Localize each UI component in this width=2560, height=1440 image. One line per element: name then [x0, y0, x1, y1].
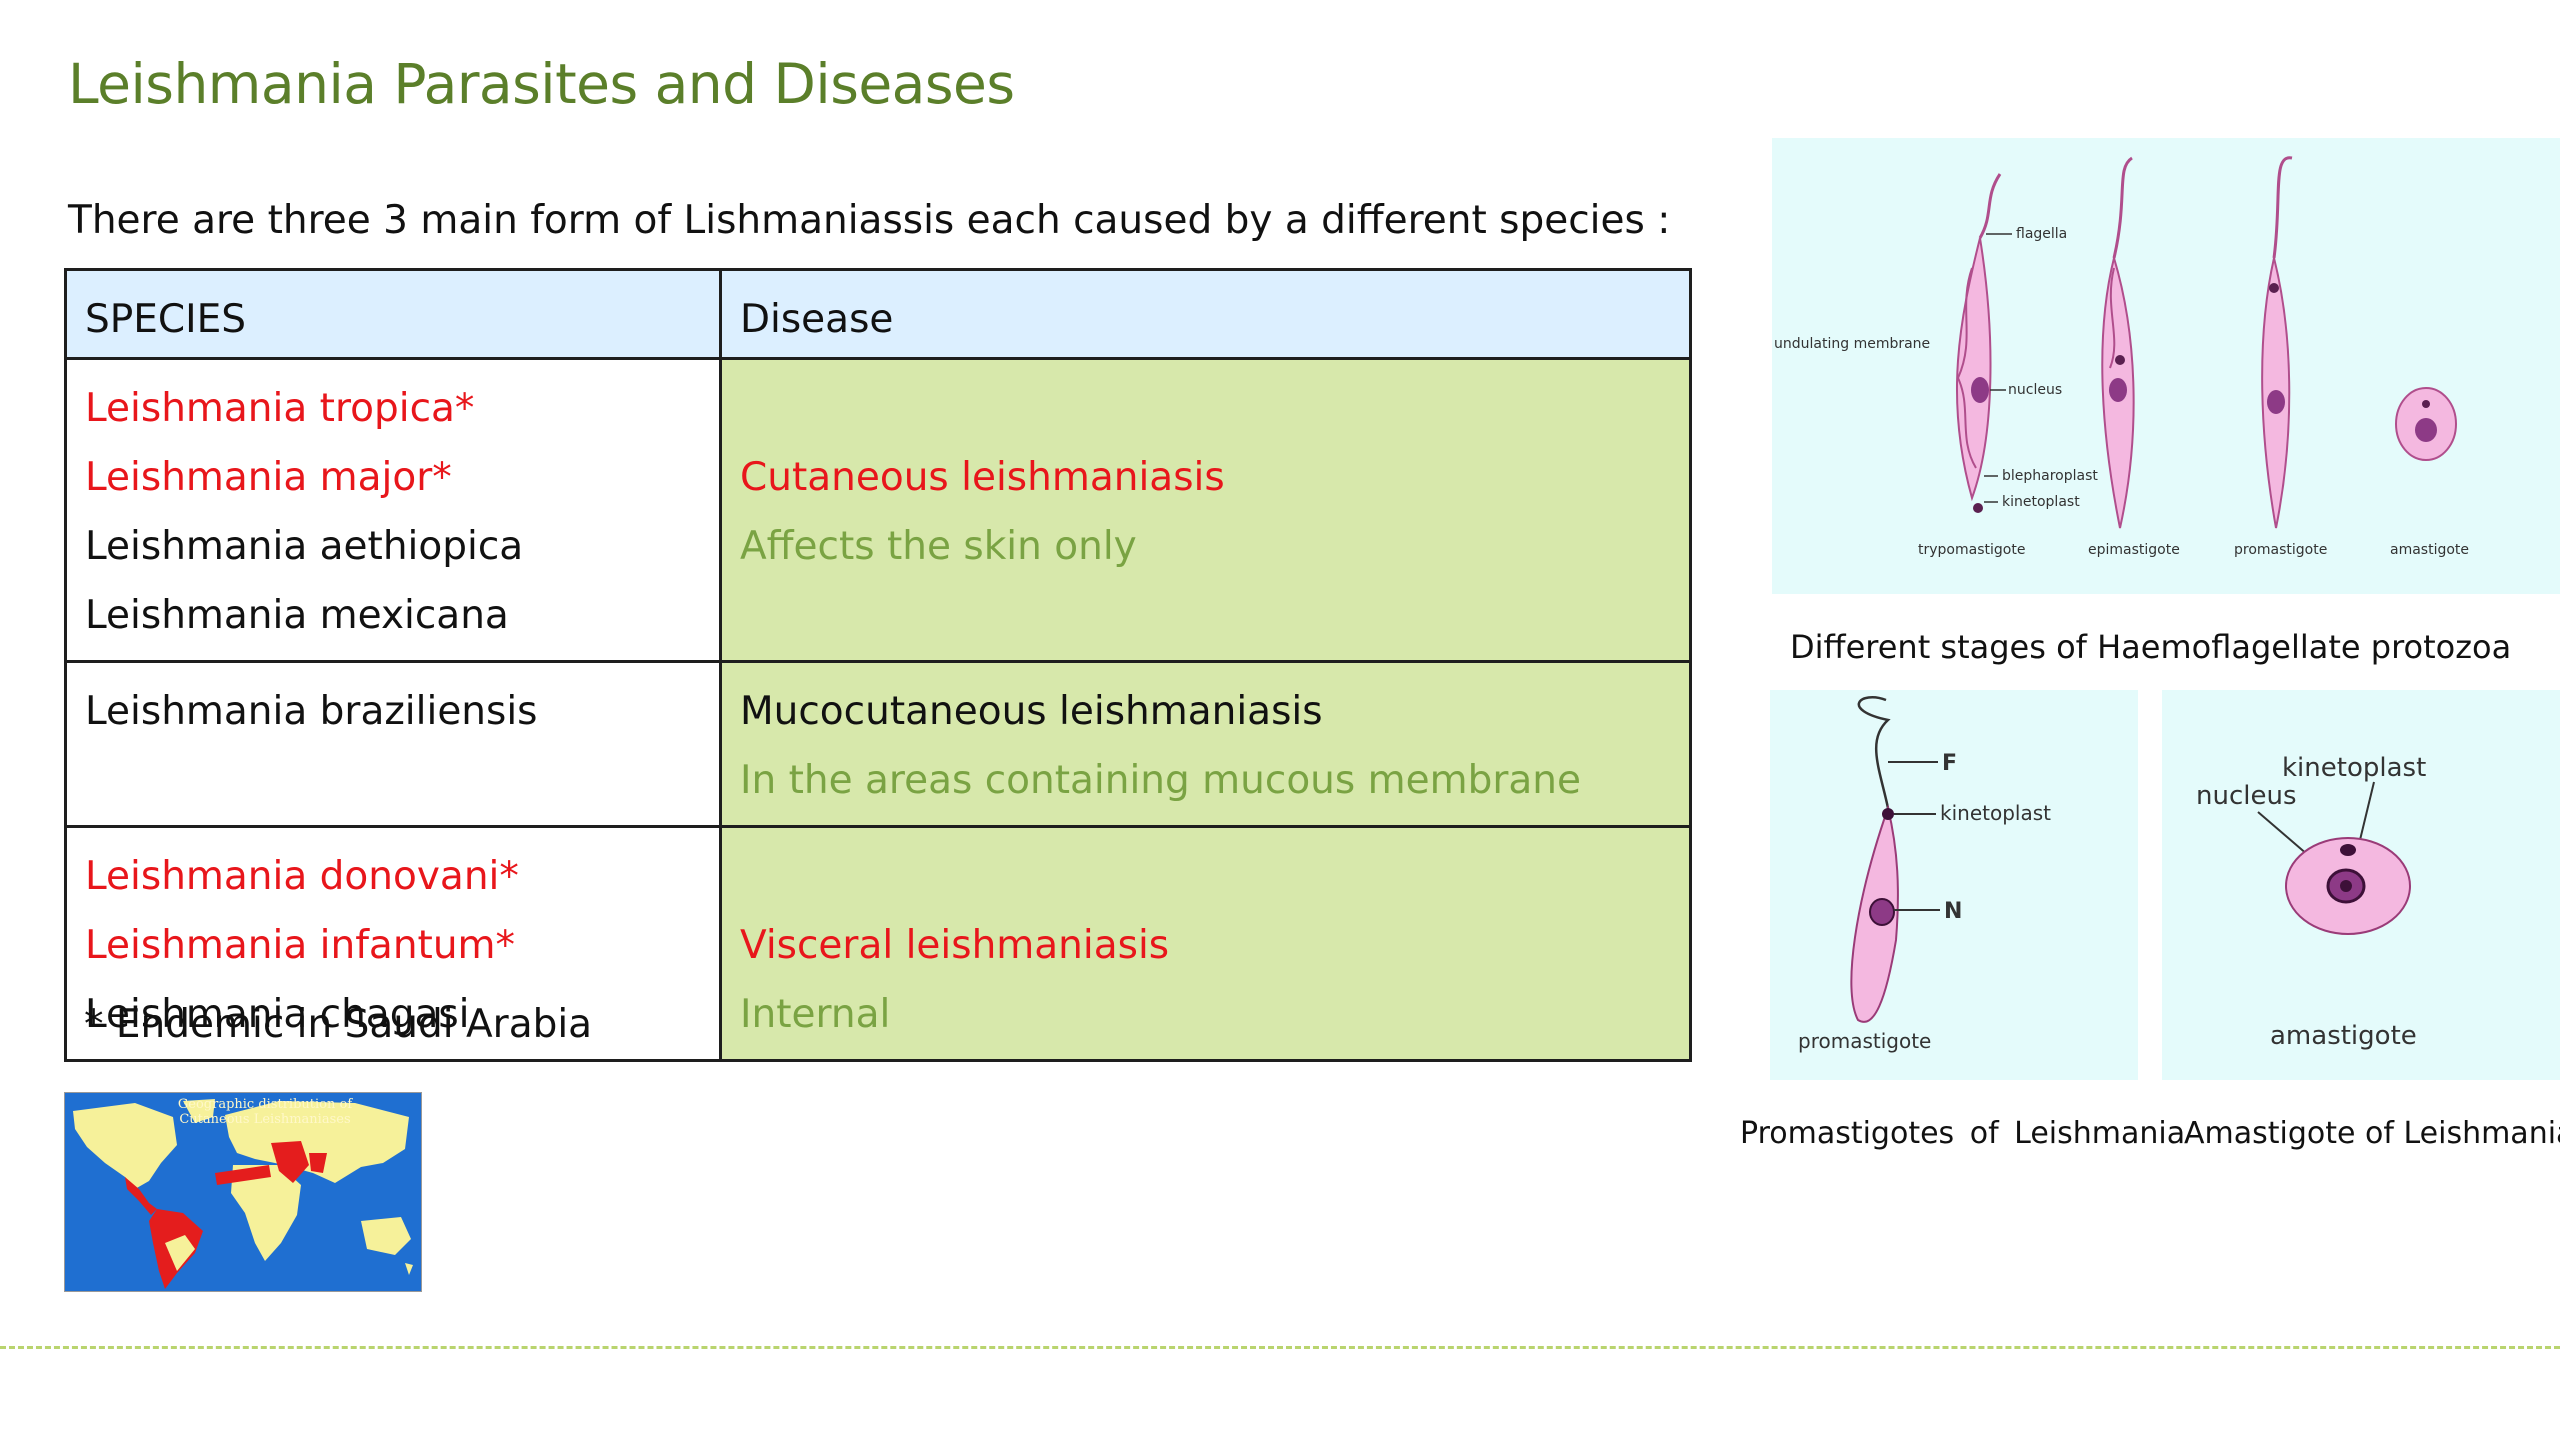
- label-promastigote: promastigote: [2234, 542, 2327, 558]
- table-header-row: SPECIES Disease: [64, 268, 1692, 360]
- header-species: SPECIES: [64, 268, 722, 360]
- label-f: F: [1942, 751, 1957, 776]
- footer-divider: [0, 1346, 2560, 1349]
- amastigote-figure: kinetoplast nucleus amastigote: [2162, 690, 2560, 1080]
- disease-description: Internal: [740, 992, 891, 1037]
- promastigote-icon: F kinetoplast N promastigote: [1798, 696, 2051, 1053]
- label-amastigote: amastigote: [2390, 542, 2469, 558]
- species-name: Leishmania infantum*: [85, 923, 516, 968]
- species-name: Leishmania major*: [85, 455, 452, 500]
- label-n: N: [1944, 899, 1962, 924]
- amastigote-caption: Amastigote of Leishmania: [2184, 1116, 2560, 1151]
- disease-description: In the areas containing mucous membrane: [740, 758, 1581, 803]
- header-disease: Disease: [719, 268, 1692, 360]
- species-disease-table: SPECIES Disease Leishmania tropica* Leis…: [64, 268, 1692, 1062]
- disease-cell: Visceral leishmaniasis Internal: [719, 825, 1692, 1062]
- table-row-visceral: Leishmania donovani* Leishmania infantum…: [64, 825, 1692, 1062]
- species-cell: Leishmania donovani* Leishmania infantum…: [64, 825, 722, 1062]
- species-name: Leishmania aethiopica: [85, 524, 524, 569]
- label-amastigote: amastigote: [2270, 1021, 2417, 1051]
- disease-name: Cutaneous leishmaniasis: [740, 455, 1225, 500]
- label-undulating-membrane: undulating membrane: [1774, 336, 1930, 352]
- stages-caption: Different stages of Haemoflagellate prot…: [1790, 628, 2512, 666]
- slide-title: Leishmania Parasites and Diseases: [68, 52, 1015, 116]
- world-map-icon: [73, 1099, 413, 1289]
- promastigote-figure: F kinetoplast N promastigote: [1770, 690, 2138, 1080]
- table-row-mucocutaneous: Leishmania braziliensis Mucocutaneous le…: [64, 660, 1692, 828]
- label-epimastigote: epimastigote: [2088, 542, 2180, 558]
- amastigote-icon: kinetoplast nucleus amastigote: [2196, 753, 2426, 1051]
- species-name: Leishmania donovani*: [85, 854, 519, 899]
- species-name: Leishmania mexicana: [85, 593, 509, 638]
- label-blepharoplast: blepharoplast: [2002, 468, 2098, 484]
- intro-text: There are three 3 main form of Lishmania…: [68, 198, 1671, 243]
- label-nucleus: nucleus: [2196, 781, 2297, 811]
- label-promastigote: promastigote: [1798, 1029, 1931, 1053]
- disease-name: Mucocutaneous leishmaniasis: [740, 689, 1323, 734]
- label-kinetoplast: kinetoplast: [2282, 753, 2426, 783]
- species-name: Leishmania chagasi: [85, 992, 470, 1037]
- disease-cell: Cutaneous leishmaniasis Affects the skin…: [719, 357, 1692, 663]
- species-cell: Leishmania tropica* Leishmania major* Le…: [64, 357, 722, 663]
- table-row-cutaneous: Leishmania tropica* Leishmania major* Le…: [64, 357, 1692, 663]
- species-name: Leishmania braziliensis: [85, 689, 538, 734]
- species-name: Leishmania tropica*: [85, 386, 475, 431]
- stages-figure: flagella undulating membrane nucleus ble…: [1772, 138, 2560, 594]
- promastigote-caption: Promastigotes of Leishmania: [1740, 1116, 2186, 1151]
- footnote: * Endemic in Saudi Arabia: [84, 1002, 593, 1047]
- label-kinetoplast: kinetoplast: [2002, 494, 2080, 510]
- label-trypomastigote: trypomastigote: [1918, 542, 2025, 558]
- haemoflagellate-stages-icon: flagella undulating membrane nucleus ble…: [1774, 156, 2469, 558]
- label-flagella: flagella: [2016, 226, 2067, 242]
- distribution-map: Geographic distribution of Cutaneous Lei…: [64, 1092, 422, 1292]
- disease-description: Affects the skin only: [740, 524, 1137, 569]
- disease-name: Visceral leishmaniasis: [740, 923, 1170, 968]
- label-nucleus: nucleus: [2008, 382, 2062, 398]
- label-kinetoplast: kinetoplast: [1940, 801, 2051, 825]
- species-cell: Leishmania braziliensis: [64, 660, 722, 828]
- disease-cell: Mucocutaneous leishmaniasis In the areas…: [719, 660, 1692, 828]
- map-title: Geographic distribution of Cutaneous Lei…: [177, 1097, 353, 1127]
